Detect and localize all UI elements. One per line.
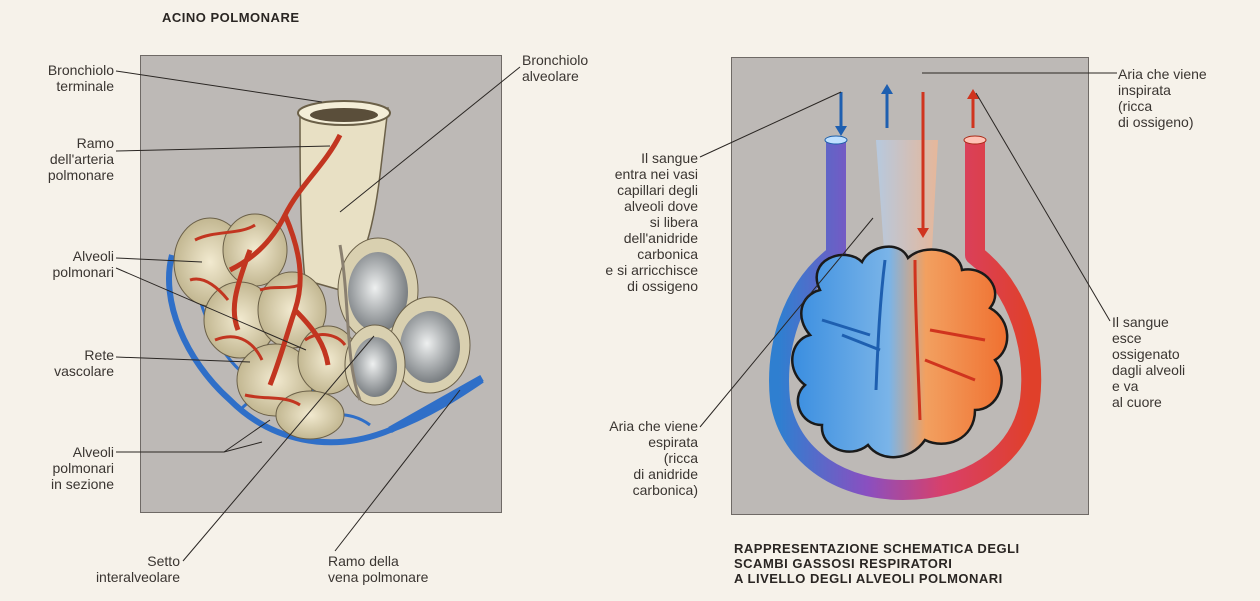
label-alveoli-polmonari: Alveoli polmonari bbox=[10, 248, 114, 280]
label-ramo-arteria: Ramo dell'arteria polmonare bbox=[10, 135, 114, 183]
label-aria-espirata: Aria che viene espirata (ricca di anidri… bbox=[560, 418, 698, 498]
label-ramo-vena: Ramo della vena polmonare bbox=[328, 553, 468, 585]
acinus-illustration bbox=[169, 101, 482, 442]
label-bronchiolo-terminale: Bronchiolo terminale bbox=[10, 62, 114, 94]
label-alveoli-sezione: Alveoli polmonari in sezione bbox=[10, 444, 114, 492]
label-setto-interalveolare: Setto interalveolare bbox=[40, 553, 180, 585]
label-bronchiolo-alveolare: Bronchiolo alveolare bbox=[522, 52, 632, 84]
label-sangue-entra: Il sangue entra nei vasi capillari degli… bbox=[560, 150, 698, 294]
exchange-schematic bbox=[779, 84, 1031, 490]
label-aria-inspirata: Aria che viene inspirata (ricca di ossig… bbox=[1118, 66, 1248, 130]
label-sangue-esce: Il sangue esce ossigenato dagli alveoli … bbox=[1112, 314, 1242, 410]
label-rete-vascolare: Rete vascolare bbox=[10, 347, 114, 379]
